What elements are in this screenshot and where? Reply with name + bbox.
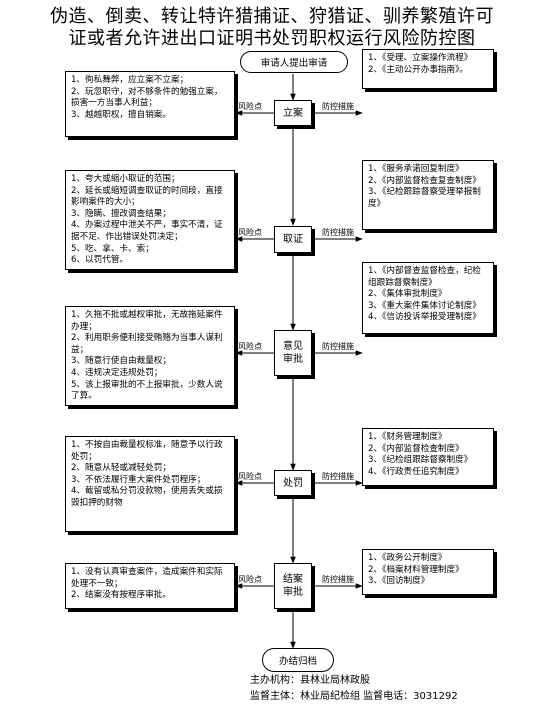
step3-control-label: 防控措施 xyxy=(322,342,354,351)
step4-node: 处罚 xyxy=(274,470,312,496)
step5-control-label: 防控措施 xyxy=(322,575,354,584)
step3-risk-label: 风险点 xyxy=(238,342,262,351)
step4-risk-item: 1、不按自由裁量权标准，随意予以行政处罚； xyxy=(71,440,223,462)
step3-risk-item: 5、该上报审批的不上报审批，少数人说了算。 xyxy=(71,379,223,402)
step2-risk-item: 6、以罚代管。 xyxy=(71,255,129,266)
step1-risk-box: 1、徇私舞弊，应立案不立案； 2、玩忽职守，对不够条件的勉强立案，损害一方当事人… xyxy=(65,71,235,137)
step4-risk-label: 风险点 xyxy=(238,472,262,481)
step4-risk-item: 4、截留或私分罚没款物，使用丢失或损毁扣押的财物 xyxy=(71,486,223,508)
step5-risk-item: 2、结案没有按程序审批。 xyxy=(71,590,171,601)
step3-control-item: 1、《内部督查监督检查，纪检组跟踪督察制度》 xyxy=(368,266,481,288)
step5-control-box: 1、《政务公开制度》 2、《档案材料管理制度》 3、《回访制度》 xyxy=(362,549,494,595)
step2-risk-box: 1、夸大或缩小取证的范围； 2、延长或缩短调查取证的时间段，直接影响案件的大小；… xyxy=(65,170,235,270)
step5-node-label-line-1: 结案 xyxy=(283,574,303,585)
step2-risk-item: 1、夸大或缩小取证的范围； xyxy=(71,174,180,184)
step3-control-item: 4、《信访投诉举报受理制度》 xyxy=(368,312,481,323)
step1-risk-item: 1、徇私舞弊，应立案不立案； xyxy=(71,75,189,85)
step3-control-item: 3、《重大案件集体讨论制度》 xyxy=(368,300,481,311)
step2-control-label: 防控措施 xyxy=(322,228,354,237)
step5-control-item: 2、《档案材料管理制度》 xyxy=(368,564,464,575)
step1-control-label: 防控措施 xyxy=(322,102,354,111)
step4-control-label: 防控措施 xyxy=(322,472,354,481)
end-node: 办结归档 xyxy=(262,648,334,672)
step5-node-label-line-2: 审批 xyxy=(283,587,303,598)
step2-control-item: 2、《内部监督检查复查制度》 xyxy=(368,175,481,186)
footer-organizer: 主办机构：县林业局林政股 xyxy=(250,675,370,686)
step5-control-item: 1、《政务公开制度》 xyxy=(368,553,447,563)
step1-control-item: 1、《受理、立案操作流程》 xyxy=(368,53,473,63)
step5-risk-item: 1、没有认真审查案件，造成案件和实际处理不一致； xyxy=(71,567,223,589)
step3-node-label-line-1: 意见 xyxy=(283,341,303,352)
step3-node: 意见 审批 xyxy=(274,330,312,376)
step4-control-box: 1、《财务管理制度》 2、《内部监督检查制度》 3、《纪检组跟踪督察制度》 4、… xyxy=(362,428,494,486)
step3-risk-item: 2、利用职务便利接受贿赂为当事人谋利益； xyxy=(71,333,223,355)
step2-risk-item: 3、隐瞒、擅改调查结果； xyxy=(71,208,171,219)
step2-node-label: 取证 xyxy=(283,234,303,245)
step5-risk-box: 1、没有认真审查案件，造成案件和实际处理不一致； 2、结案没有按程序审批。 xyxy=(65,563,235,609)
step2-node: 取证 xyxy=(274,226,312,253)
step3-risk-box: 1、久拖不批或越权审批，无故拖延案件办理； 2、利用职务便利接受贿赂为当事人谋利… xyxy=(65,306,235,406)
step5-risk-label: 风险点 xyxy=(238,575,262,584)
step2-risk-item: 5、吃、拿、卡、索； xyxy=(71,243,154,254)
step1-risk-label: 风险点 xyxy=(238,102,262,111)
step3-risk-item: 4、违规决定违规处罚； xyxy=(71,367,163,378)
step2-risk-item: 2、延长或缩短调查取证的时间段，直接影响案件的大小； xyxy=(71,185,223,208)
step4-control-item: 4、《行政责任追究制度》 xyxy=(368,466,464,477)
start-node: 审请人提出审请 xyxy=(240,51,348,73)
step1-risk-item: 3、越越职权，擅自销案。 xyxy=(71,109,171,120)
step2-control-item: 1、《服务承诺回复制度》 xyxy=(368,164,464,174)
step3-control-box: 1、《内部督查监督检查，纪检组跟踪督察制度》 2、《集体审批制度》 3、《重大案… xyxy=(362,262,494,334)
step1-node-label: 立案 xyxy=(283,107,303,119)
footer-supervisor: 监督主体：林业局纪检组 监督电话：3031292 xyxy=(250,691,458,702)
step2-risk-label: 风险点 xyxy=(238,228,262,237)
step4-control-item: 1、《财务管理制度》 xyxy=(368,432,447,442)
step4-risk-box: 1、不按自由裁量权标准，随意予以行政处罚； 2、随意从轻或减轻处罚； 3、不依法… xyxy=(65,436,235,532)
step4-node-label: 处罚 xyxy=(283,477,303,489)
step1-node: 立案 xyxy=(274,100,312,126)
step3-risk-item: 1、久拖不批或越权审批，无故拖延案件办理； xyxy=(71,310,223,332)
step4-risk-item: 2、随意从轻或减轻处罚； xyxy=(71,463,171,474)
step1-risk-item: 2、玩忽职守，对不够条件的勉强立案，损害一方当事人利益； xyxy=(71,86,223,109)
step4-risk-item: 3、不依法履行重大案件处罚程序； xyxy=(71,474,206,485)
step3-node-label-line-2: 审批 xyxy=(283,354,303,365)
step3-risk-item: 3、随意行使自由裁量权； xyxy=(71,356,171,367)
diagram-title-line-2: 证或者允许进出口证明书处罚职权运行风险防控图 xyxy=(68,28,476,49)
step1-control-item: 2、《主动公开办事指南》。 xyxy=(368,64,468,75)
step2-risk-item: 4、办案过程中泄关不严，事实不清，证据不足、作出错误处罚决定； xyxy=(71,220,223,242)
step5-node: 结案 审批 xyxy=(274,563,312,609)
step2-control-box: 1、《服务承诺回复制度》 2、《内部监督检查复查制度》 3、《纪检跟踪督察受理举… xyxy=(362,160,494,230)
step5-control-item: 3、《回访制度》 xyxy=(368,576,430,587)
diagram-title-line-1: 伪造、倒卖、转让特许猎捕证、狩猎证、驯养繁殖许可 xyxy=(50,6,494,27)
step3-control-item: 2、《集体审批制度》 xyxy=(368,289,447,300)
step2-control-item: 3、《纪检跟踪督察受理举报制度》 xyxy=(368,187,481,209)
step4-control-item: 3、《纪检组跟踪督察制度》 xyxy=(368,455,473,466)
step4-control-item: 2、《内部监督检查制度》 xyxy=(368,443,464,454)
step1-control-box: 1、《受理、立案操作流程》 2、《主动公开办事指南》。 xyxy=(362,49,494,89)
